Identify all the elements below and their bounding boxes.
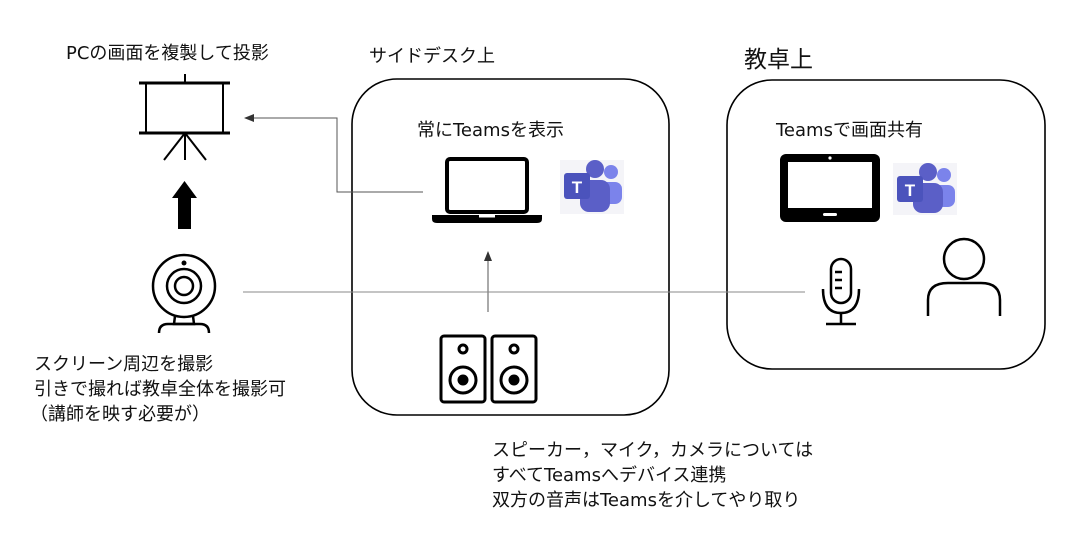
tablet-icon [780,154,880,222]
camera-note-line: 引きで撮れば教卓全体を撮影可 [34,379,286,400]
laptop-to-projector-connector [244,114,423,193]
lectern-title: 教卓上 [744,47,813,73]
footer-notes: スピーカー，マイク，カメラについては すべてTeamsへデバイス連携 双方の音声… [492,438,813,513]
side-desk-title: サイドデスク上 [369,46,495,67]
lectern-caption: Teamsで画面共有 [776,120,923,141]
camera-note-line: スクリーン周辺を撮影 [34,354,214,375]
side-desk-caption: 常にTeamsを表示 [417,120,564,141]
microphone-icon [821,257,861,326]
camera-note-line: （講師を映す必要が） [30,404,210,425]
camera-notes: スクリーン周辺を撮影 引きで撮れば教卓全体を撮影可 （講師を映す必要が） [30,352,286,427]
footer-note-line: スピーカー，マイク，カメラについては [492,440,814,461]
footer-note-line: 双方の音声はTeamsを介してやり取り [492,490,801,511]
webcam-icon [151,253,217,334]
person-icon [926,237,1002,316]
projector-caption: PCの画面を複製して投影 [66,43,269,64]
footer-note-line: すべてTeamsへデバイス連携 [492,465,727,486]
side-desk-box [351,78,670,416]
camera-to-screen-arrow [172,181,197,229]
speakers-icon [439,334,538,404]
teams-logo-icon: T [560,160,624,214]
teams-logo-icon: T [893,163,957,215]
lectern-box [726,79,1046,370]
laptop-icon [432,157,542,223]
svg-text:T: T [905,181,916,200]
svg-text:T: T [572,178,583,197]
projector-screen-icon [139,74,230,161]
